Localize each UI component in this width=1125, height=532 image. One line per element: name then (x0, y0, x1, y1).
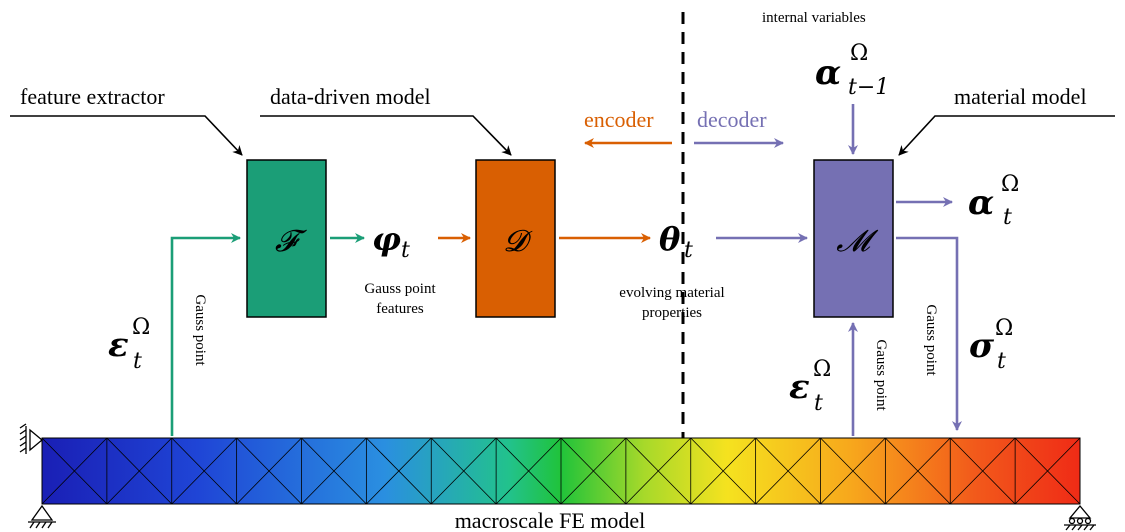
encoder-label: encoder (584, 107, 654, 132)
material-model-leader (898, 115, 1115, 156)
feature-extractor-box (246, 159, 327, 318)
decoder-label: decoder (697, 107, 767, 132)
gauss-point-features-line1: Gauss point (364, 281, 436, 297)
svg-text:α: α (968, 183, 994, 223)
svg-text:ε: ε (108, 325, 129, 365)
evolving-properties-line1: evolving material (619, 285, 724, 301)
evolving-properties-line2: properties (642, 305, 702, 321)
left-support (19, 423, 56, 529)
data-driven-model-label: data-driven model (270, 84, 431, 109)
svg-text:Ω: Ω (1001, 172, 1019, 197)
svg-text:t: t (133, 349, 142, 374)
material-model-label: material model (954, 84, 1087, 109)
data-driven-leader (260, 115, 512, 156)
svg-text:t: t (401, 238, 410, 263)
gauss-point-label-left: Gauss point (192, 294, 208, 366)
svg-text:t: t (814, 391, 823, 416)
svg-text:Ω: Ω (850, 41, 868, 66)
right-support (1064, 504, 1096, 531)
stress-output-arrow (896, 236, 962, 431)
macroscale-fe-label: macroscale FE model (455, 508, 646, 532)
alpha-current-symbol: α Ω t (968, 172, 1019, 230)
internal-variables-label: internal variables (762, 10, 866, 26)
svg-text:t−1: t−1 (848, 75, 889, 100)
strain-to-feature-arrow (170, 233, 241, 436)
fe-beam (41, 437, 1081, 505)
stress-symbol: σ Ω t (969, 316, 1013, 374)
svg-text:ε: ε (789, 367, 810, 407)
phi-symbol: φ t (372, 220, 410, 263)
strain-symbol-right: ε Ω t (789, 357, 831, 416)
svg-text:Ω: Ω (813, 357, 831, 382)
gauss-point-features-line2: features (376, 301, 424, 317)
svg-text:φ: φ (372, 220, 401, 258)
strain-symbol-left: ε Ω t (108, 315, 150, 374)
feature-extractor-leader (10, 115, 243, 156)
svg-text:t: t (684, 238, 693, 263)
svg-text:θ: θ (659, 220, 681, 258)
svg-text:Ω: Ω (132, 315, 150, 340)
material-model-box (813, 159, 894, 318)
svg-text:t: t (1003, 205, 1012, 230)
alpha-prev-symbol: α Ω t−1 (815, 41, 889, 100)
svg-text:α: α (815, 53, 841, 93)
feature-extractor-label: feature extractor (20, 84, 165, 109)
svg-text:σ: σ (969, 326, 995, 366)
theta-symbol: θ t (659, 220, 693, 263)
data-driven-model-box (475, 159, 556, 318)
gauss-point-label-right: Gauss point (923, 304, 939, 376)
svg-text:t: t (997, 349, 1006, 374)
svg-text:Ω: Ω (995, 316, 1013, 341)
gauss-point-label-mid: Gauss point (873, 339, 889, 411)
